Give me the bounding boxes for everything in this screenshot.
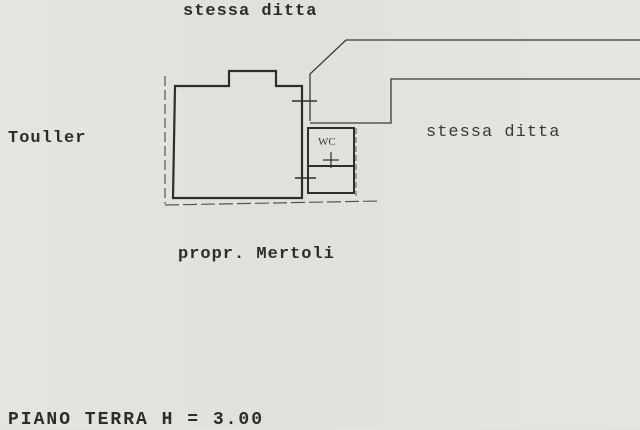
left-neighbor-label: Touller xyxy=(8,129,87,148)
adjacent-property-inner xyxy=(310,78,640,124)
wc-room-label: WC xyxy=(318,136,336,148)
floor-level-label: PIANO TERRA H = 3.00 xyxy=(8,410,265,430)
annex-room xyxy=(307,165,355,194)
bottom-neighbor-label: propr. Mertoli xyxy=(178,245,335,264)
main-room-outline xyxy=(171,69,304,200)
top-neighbor-label: stessa ditta xyxy=(183,2,318,21)
adjacent-property-outline xyxy=(309,39,640,121)
property-boundary-bottom xyxy=(164,200,381,206)
right-neighbor-label: stessa ditta xyxy=(426,123,561,142)
